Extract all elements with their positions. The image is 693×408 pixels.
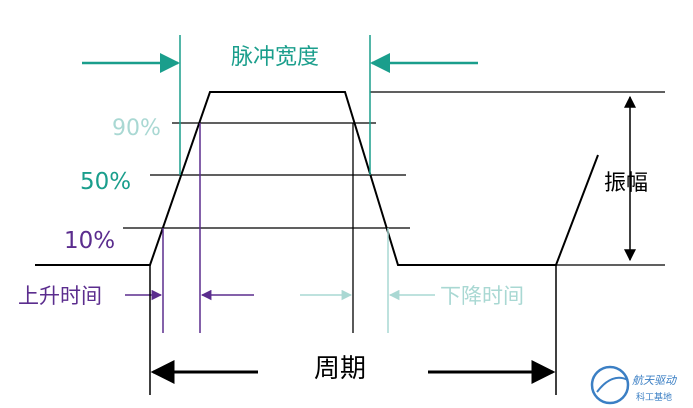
watermark-emblem-icon xyxy=(590,365,630,405)
watermark-line2: 科工基地 xyxy=(636,391,672,403)
amplitude-label: 振幅 xyxy=(604,171,648,196)
watermark-logo: 航天驱动 科工基地 xyxy=(590,365,678,405)
pulse-width-label: 脉冲宽度 xyxy=(231,45,319,70)
percent-10-label: 10% xyxy=(64,228,115,254)
percent-50-label: 50% xyxy=(80,169,131,195)
rise-time-label: 上升时间 xyxy=(18,284,102,308)
period-label: 周期 xyxy=(314,354,366,384)
percent-90-label: 90% xyxy=(112,116,161,141)
fall-time-label: 下降时间 xyxy=(440,284,524,308)
watermark-line1: 航天驱动 xyxy=(632,374,678,387)
